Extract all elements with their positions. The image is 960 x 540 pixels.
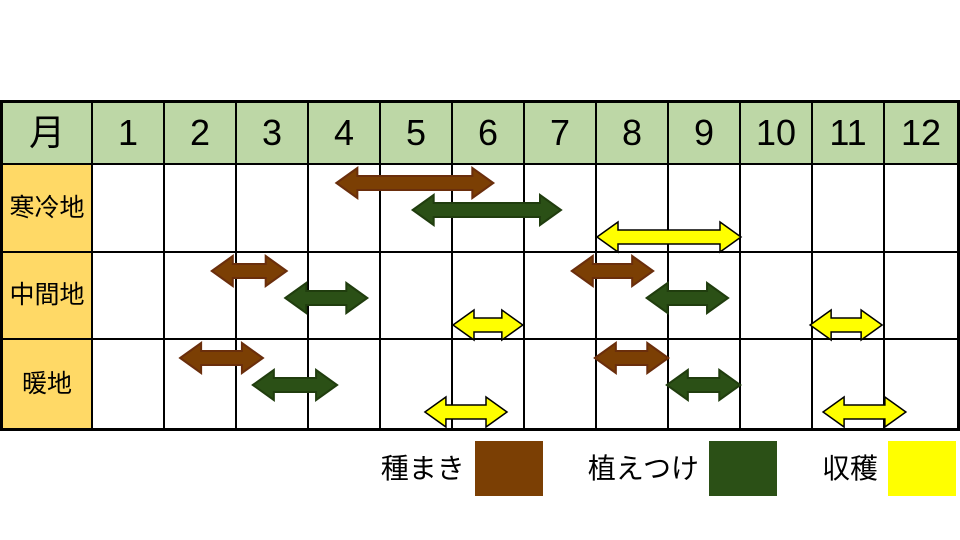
legend-swatch-harvest [888,441,956,496]
row-label-暖地: 暖地 [3,340,93,428]
grid-cell [525,340,597,428]
month-header-1: 1 [93,103,165,165]
grid-cell [741,165,813,253]
grid-cell [669,165,741,253]
grid-cell [93,165,165,253]
row-label-寒冷地: 寒冷地 [3,165,93,253]
grid-cell [309,253,381,340]
grid-cell [453,340,525,428]
legend-item-sowing: 種まき [381,441,588,496]
row-label-中間地: 中間地 [3,253,93,340]
grid-cell [885,340,957,428]
grid-cell [525,165,597,253]
grid-cell [165,340,237,428]
month-header-3: 3 [237,103,309,165]
month-header-12: 12 [885,103,957,165]
month-header-9: 9 [669,103,741,165]
month-header-10: 10 [741,103,813,165]
legend-label-planting: 植えつけ [587,452,699,484]
grid-cell [885,165,957,253]
grid-cell [309,340,381,428]
month-header-8: 8 [597,103,669,165]
grid-cell [309,165,381,253]
legend-swatch-planting [708,441,777,496]
legend-item-harvest: 収穫 [822,441,956,496]
month-header-5: 5 [381,103,453,165]
grid-cell [381,165,453,253]
grid-cell [165,165,237,253]
month-header-7: 7 [525,103,597,165]
grid-cell [237,165,309,253]
legend-item-planting: 植えつけ [588,441,822,496]
grid-cell [597,165,669,253]
grid-cell [381,340,453,428]
grid-cell [237,340,309,428]
grid-cell [669,340,741,428]
grid-cell [813,340,885,428]
month-header-corner: 月 [3,103,93,165]
grid-cell [597,253,669,340]
month-header-4: 4 [309,103,381,165]
grid-cell [741,253,813,340]
legend: 種まき 植えつけ 収穫 [381,441,956,496]
grid-cell [93,340,165,428]
grid-cell [93,253,165,340]
grid-cell [813,165,885,253]
grid-cell [237,253,309,340]
grid-cell [165,253,237,340]
grid-cell [381,253,453,340]
grid-cell [669,253,741,340]
grid-cell [453,165,525,253]
grid-cell [885,253,957,340]
month-header-11: 11 [813,103,885,165]
month-header-6: 6 [453,103,525,165]
legend-swatch-sowing [474,441,543,496]
grid-cell [453,253,525,340]
legend-label-sowing: 種まき [380,452,465,484]
grid-cell [525,253,597,340]
legend-label-harvest: 収穫 [821,452,878,484]
grid-cell [813,253,885,340]
month-header-2: 2 [165,103,237,165]
grid-cell [741,340,813,428]
grid-cell [597,340,669,428]
